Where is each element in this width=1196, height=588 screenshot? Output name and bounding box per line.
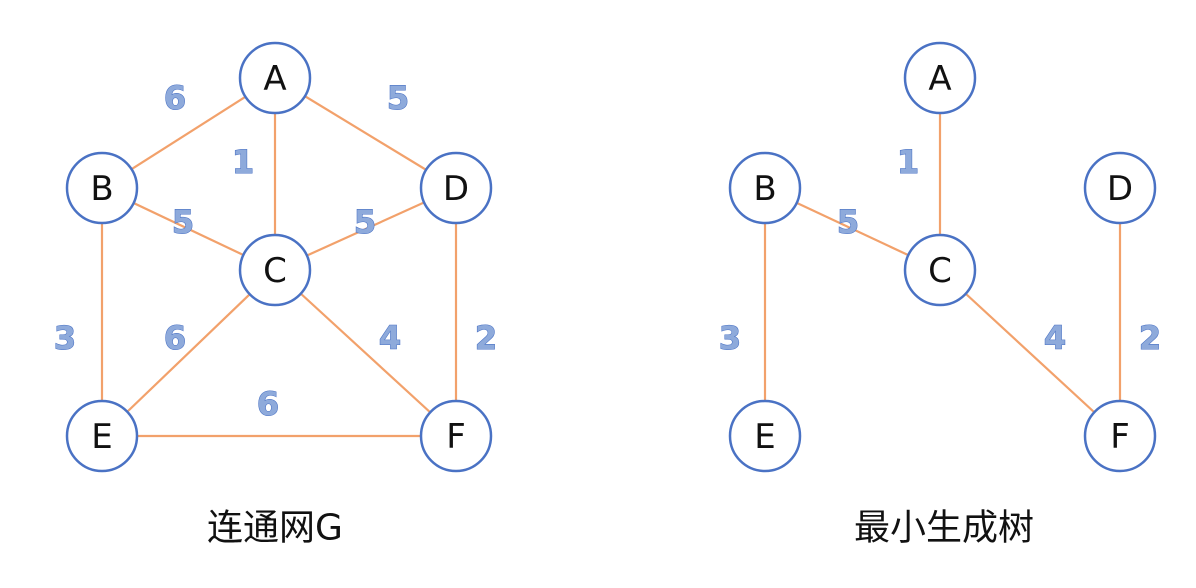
node-f: F xyxy=(1083,399,1157,473)
edge-c-e xyxy=(101,269,276,437)
edge-weight-e-f: 6 xyxy=(257,385,279,423)
edge-weight-c-d: 5 xyxy=(354,203,376,241)
node-label: B xyxy=(90,169,113,209)
edge-weight-a-c: 1 xyxy=(897,143,919,181)
edge-weight-c-f: 4 xyxy=(1044,319,1066,357)
node-circle xyxy=(1083,399,1157,473)
minimum-spanning-tree-graph: 15 3 4 2 A B C D E F 最小生成树 xyxy=(718,41,1162,549)
node-c: C xyxy=(238,233,312,307)
caption-minimum-spanning-tree: 最小生成树 xyxy=(854,508,1034,549)
edge-weight-b-c: 5 xyxy=(837,203,859,241)
node-label: E xyxy=(91,417,112,457)
node-a: A xyxy=(238,41,312,115)
node-d: D xyxy=(1083,151,1157,225)
node-b: B xyxy=(728,151,802,225)
edge-weight-a-d: 5 xyxy=(387,79,409,117)
caption-connected-network: 连通网G xyxy=(207,508,343,549)
edge-weight-c-f: 4 xyxy=(379,319,401,357)
edge-weight-b-e: 3 xyxy=(719,319,741,357)
node-circle xyxy=(238,233,312,307)
edge-c-f xyxy=(939,269,1121,437)
node-circle xyxy=(1083,151,1157,225)
edge-weight-b-c: 5 xyxy=(172,203,194,241)
node-label: A xyxy=(263,59,286,99)
node-b: B xyxy=(65,151,139,225)
node-label: F xyxy=(1110,417,1130,457)
node-label: C xyxy=(928,251,952,291)
node-f: F xyxy=(419,399,493,473)
node-e: E xyxy=(65,399,139,473)
edge-weight-d-f: 2 xyxy=(1139,319,1161,357)
edge-weight-c-e: 6 xyxy=(164,319,186,357)
node-label: A xyxy=(928,59,951,99)
node-label: E xyxy=(754,417,775,457)
edge-weight-d-f: 2 xyxy=(475,319,497,357)
node-circle xyxy=(728,151,802,225)
node-a: A xyxy=(903,41,977,115)
node-circle xyxy=(903,233,977,307)
node-c: C xyxy=(903,233,977,307)
node-circle xyxy=(728,399,802,473)
node-d: D xyxy=(419,151,493,225)
node-circle xyxy=(65,399,139,473)
node-circle xyxy=(65,151,139,225)
edge-weight-a-c: 1 xyxy=(232,143,254,181)
node-circle xyxy=(903,41,977,115)
node-label: D xyxy=(443,169,469,209)
edge-c-f xyxy=(274,269,457,437)
edge-weight-a-b: 6 xyxy=(164,79,186,117)
node-circle xyxy=(419,151,493,225)
node-label: C xyxy=(263,251,287,291)
node-circle xyxy=(419,399,493,473)
node-label: B xyxy=(753,169,776,209)
node-e: E xyxy=(728,399,802,473)
node-circle xyxy=(238,41,312,115)
node-label: F xyxy=(446,417,466,457)
node-label: D xyxy=(1107,169,1133,209)
edge-weight-b-e: 3 xyxy=(54,319,76,357)
